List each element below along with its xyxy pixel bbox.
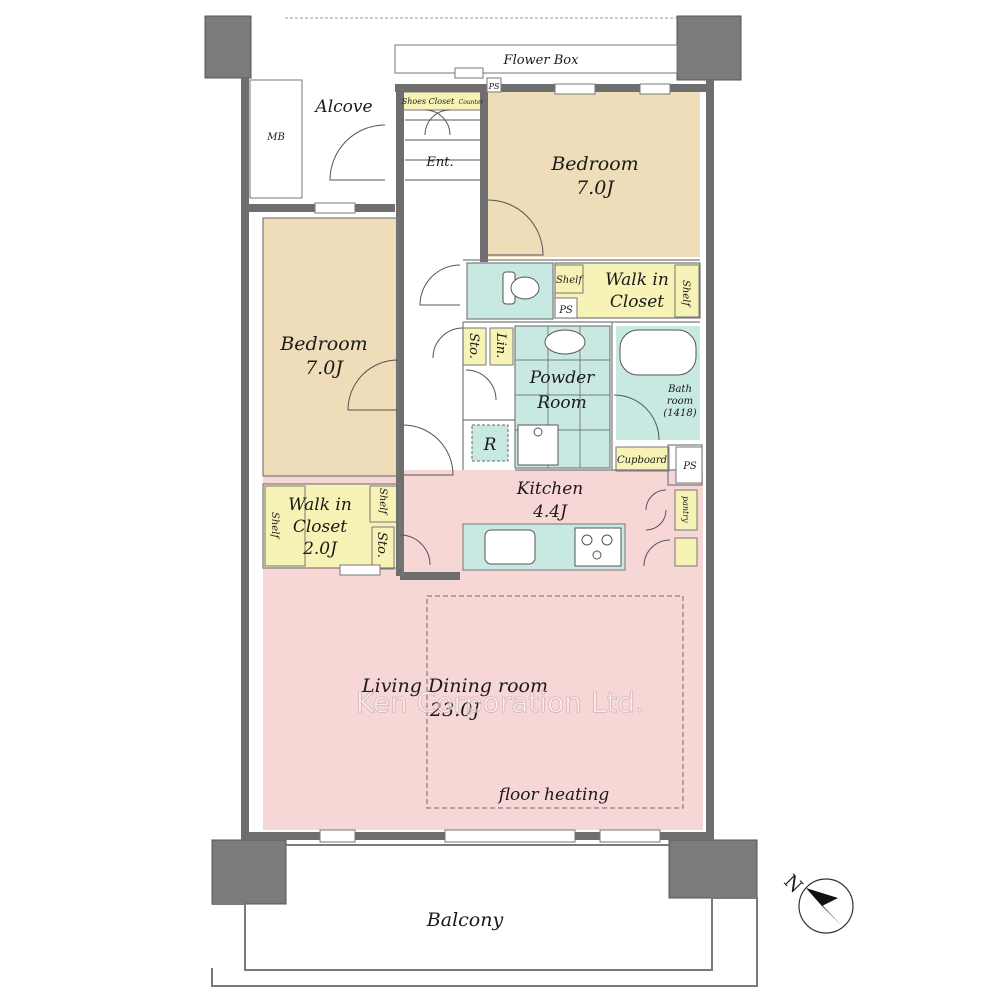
entrance-label: Ent.	[425, 155, 453, 170]
shelf-left-small-wic	[264, 485, 306, 567]
ps-label-mid: PS	[558, 305, 573, 316]
flower-box-label: Flower Box	[503, 53, 580, 68]
ps-box-top	[486, 77, 502, 93]
pantry-fill	[674, 489, 698, 531]
mb-outline	[249, 79, 303, 199]
kitchen-name: Kitchen	[516, 479, 583, 499]
toilet-fixture	[502, 271, 540, 305]
interior-walls	[262, 217, 703, 576]
cupboard-label: Cupboard	[617, 455, 667, 466]
washbasin-fixture	[544, 329, 586, 355]
sink-fixture	[484, 529, 536, 565]
pillar-sw	[211, 839, 287, 905]
kitchen-size: 4.4J	[532, 502, 568, 522]
fridge-label: R	[483, 435, 497, 455]
powder-room-line1: Powder	[529, 368, 595, 388]
shelf-label-small-top: Shelf	[377, 488, 388, 516]
fridge-space-fill	[471, 424, 509, 462]
bedroom-w-name: Bedroom	[279, 333, 367, 355]
bath-line1: Bath	[667, 384, 692, 395]
bedroom-w-size: 7.0J	[305, 357, 344, 379]
balcony-label: Balcony	[426, 909, 504, 931]
bathtub-fixture	[619, 329, 697, 376]
lin-label: Lin.	[493, 332, 508, 358]
shelf-label-ne-right: Shelf	[680, 280, 691, 308]
pillar-ne	[676, 15, 742, 81]
wic-ne-line2: Closet	[610, 292, 664, 312]
alcove-label: Alcove	[313, 97, 372, 117]
ps-label-top: PS	[488, 82, 500, 91]
ps-box-right	[675, 446, 703, 484]
shoes-closet-label: Shoes Closet	[402, 97, 455, 106]
bedroom-ne-fill	[488, 92, 700, 257]
drain-icon	[533, 427, 543, 437]
living-dining-size: 23.0J	[429, 699, 481, 721]
pantry-label: pantry	[681, 496, 690, 523]
sto-mid-label: Sto.	[466, 333, 481, 359]
sto-small-fill	[371, 526, 395, 570]
mb-label: MB	[266, 132, 285, 143]
shelf-label-ne-left: Shelf	[556, 275, 584, 286]
powder-room-line2: Room	[536, 393, 586, 413]
bath-size: (1418)	[663, 408, 696, 419]
counter-label: Counter	[459, 99, 485, 106]
bedroom-ne-name: Bedroom	[550, 153, 638, 175]
walk-in-closet-ne-fill	[555, 263, 700, 318]
living-dining-name: Living Dining room	[361, 675, 548, 697]
wic-small-line2: Closet	[293, 517, 347, 537]
wic-ne-line1: Walk in	[605, 270, 669, 290]
stove-fixture	[574, 527, 622, 567]
ps-box-mid	[554, 297, 578, 319]
pillar-nw	[204, 15, 252, 79]
balcony-outline	[211, 897, 758, 987]
doors	[329, 109, 671, 567]
floor-heating-label: floor heating	[497, 785, 610, 805]
pillar-se	[668, 839, 758, 899]
bath-line2: room	[667, 396, 693, 407]
shelf-ne-wic-right	[674, 264, 700, 318]
wic-small-size: 2.0J	[302, 539, 338, 559]
wic-small-line1: Walk in	[288, 495, 352, 515]
sto-small-label: Sto.	[374, 532, 389, 558]
cupboard-fill	[615, 446, 670, 472]
floor-heating-zone	[426, 595, 684, 809]
flower-box-outline	[394, 44, 678, 74]
north-compass-icon: N	[779, 870, 854, 934]
lin-fill	[489, 327, 514, 366]
pantry-lower-fill	[674, 537, 698, 567]
ps-label-right: PS	[682, 461, 697, 472]
washing-machine-space	[517, 424, 559, 466]
watermark-text: Ken Corporation Ltd.	[356, 686, 644, 719]
bedroom-w-fill	[263, 218, 398, 476]
bedroom-ne-size: 7.0J	[576, 177, 615, 199]
shelf-label-small-left: Shelf	[269, 512, 280, 540]
windows	[314, 67, 671, 843]
